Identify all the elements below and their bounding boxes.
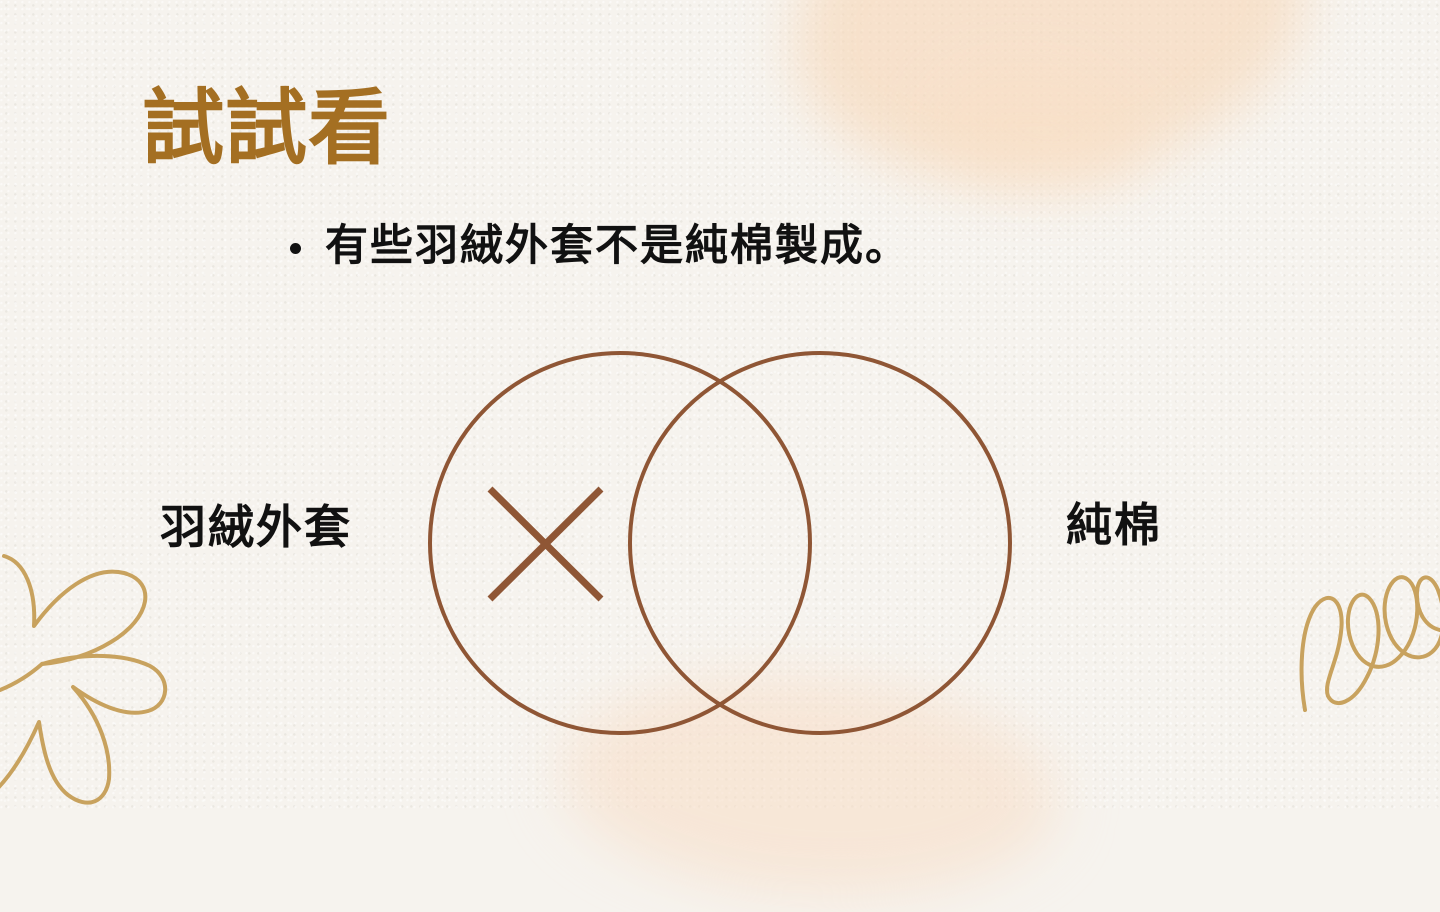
bullet-dot-icon — [290, 242, 301, 254]
page-title: 試試看 — [142, 81, 392, 176]
statement-bullet: 有些羽絨外套不是純棉製成。 — [290, 225, 910, 268]
right-set-label: 純棉 — [1066, 498, 1162, 552]
left-set-label: 羽絨外套 — [160, 500, 352, 554]
statement-text: 有些羽絨外套不是純棉製成。 — [325, 221, 910, 271]
